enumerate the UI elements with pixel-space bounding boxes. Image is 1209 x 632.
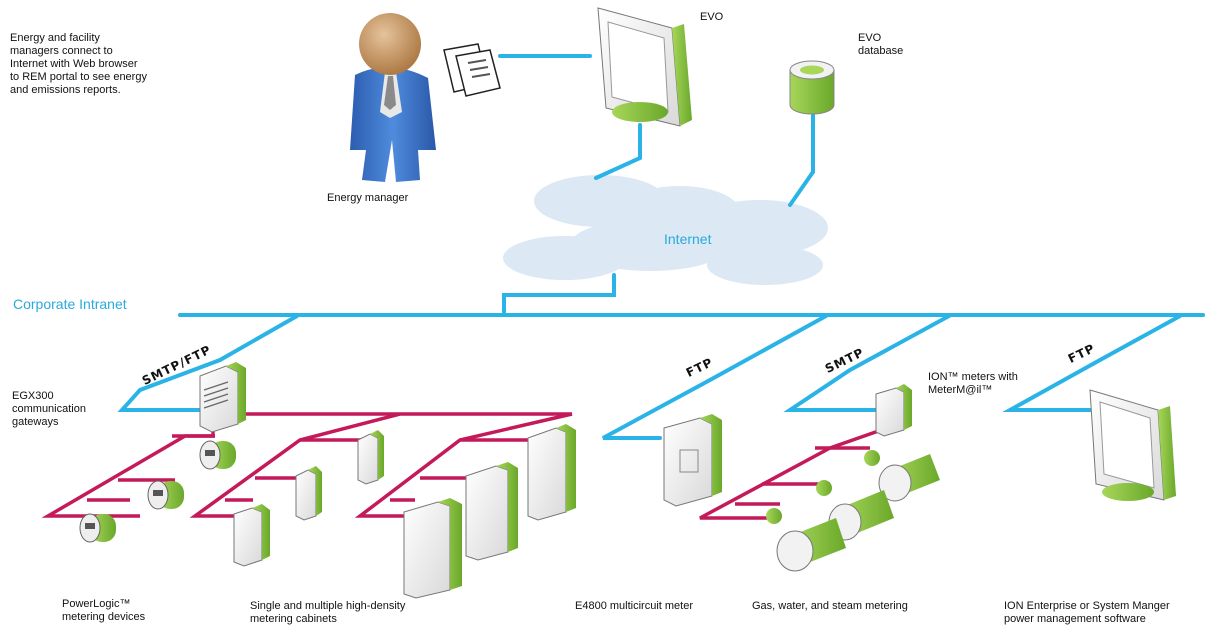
energy-manager-figure [350,13,436,182]
internet-cloud [503,175,828,285]
ion-meters-label: ION™ meters with MeterM@il™ [928,371,1018,396]
gas-water-steam-label: Gas, water, and steam metering [752,600,908,612]
evo-label: EVO [700,11,724,23]
network-lines [117,54,1205,440]
serial-lines [41,412,888,520]
ion-enterprise-monitor [1089,389,1176,501]
egx300-gateway-icon [199,362,246,433]
egx300-label: EGX300 communication gateways [12,390,86,428]
gas-water-steam-meters [766,450,940,572]
metering-cabinets [233,424,576,599]
powerlogic-label: PowerLogic™ metering devices [62,598,146,623]
intro-text: Energy and facility managers connect to … [10,32,147,96]
cabinets-label: Single and multiple high-density meterin… [250,600,406,625]
e4800-label: E4800 multicircuit meter [575,600,693,612]
powerlogic-meters [79,440,236,543]
internet-label: Internet [664,231,712,247]
documents-icon [443,43,501,97]
evo-database-label: EVO database [858,32,904,57]
energy-manager-label: Energy manager [327,192,409,204]
e4800-meter-icon [663,414,722,507]
ion-enterprise-label: ION Enterprise or System Manger power ma… [1004,600,1170,625]
ion-meter-device-icon [875,384,912,437]
evo-monitor [597,7,692,127]
corporate-intranet-label: Corporate Intranet [13,296,127,312]
evo-database-icon [789,60,835,115]
